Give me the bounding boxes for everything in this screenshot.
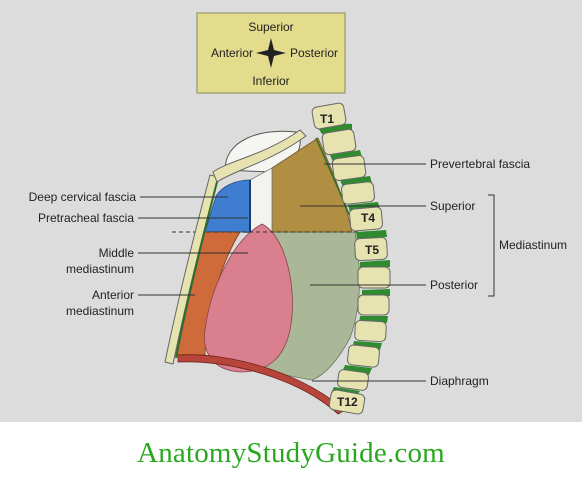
label-pretracheal-fascia: Pretracheal fascia bbox=[38, 211, 134, 225]
label-superior: Superior bbox=[430, 199, 475, 213]
diaphragm bbox=[177, 354, 346, 415]
vertebra-t4 bbox=[349, 206, 383, 232]
right-labels: Prevertebral fascia Superior Posterior M… bbox=[300, 157, 567, 388]
first-rib bbox=[212, 129, 307, 183]
mediastinum-bracket bbox=[488, 194, 495, 297]
vertebra-label-t4: T4 bbox=[361, 211, 375, 225]
vertebra-t5 bbox=[354, 236, 388, 262]
label-middle-mediastinum-2: mediastinum bbox=[66, 262, 134, 276]
middle-mediastinum-region bbox=[204, 223, 293, 373]
orientation-inferior: Inferior bbox=[252, 74, 289, 88]
orientation-posterior: Posterior bbox=[290, 46, 338, 60]
label-prevertebral-fascia: Prevertebral fascia bbox=[430, 157, 530, 171]
vertebra-t9 bbox=[347, 344, 380, 368]
vertebra-t10 bbox=[337, 369, 369, 391]
label-anterior-mediastinum-1: Anterior bbox=[92, 288, 134, 302]
orientation-superior: Superior bbox=[248, 20, 293, 34]
compass-star-icon bbox=[256, 38, 286, 68]
vertebra-t6 bbox=[357, 266, 391, 289]
left-labels: Deep cervical fascia Pretracheal fascia … bbox=[29, 190, 248, 318]
orientation-compass: Superior Anterior Posterior Inferior bbox=[196, 12, 346, 94]
vertebra-t3 bbox=[331, 155, 367, 181]
vertebra-t7 bbox=[357, 294, 390, 316]
vertebra-t8 bbox=[354, 319, 387, 343]
label-mediastinum: Mediastinum bbox=[499, 238, 567, 252]
site-footer: AnatomyStudyGuide.com bbox=[0, 422, 582, 485]
mediastinum-diagram: Superior Anterior Posterior Inferior bbox=[0, 0, 582, 422]
label-middle-mediastinum-1: Middle bbox=[99, 246, 135, 260]
vertebra-label-t5: T5 bbox=[365, 243, 379, 257]
vertebra-t2 bbox=[321, 128, 357, 156]
label-posterior: Posterior bbox=[430, 278, 478, 292]
label-diaphragm: Diaphragm bbox=[430, 374, 489, 388]
vertebra-label-t1: T1 bbox=[320, 112, 334, 126]
orientation-anterior: Anterior bbox=[211, 46, 253, 60]
vertebral-column: T1 T4 T5 T12 bbox=[311, 102, 391, 415]
label-deep-cervical-fascia: Deep cervical fascia bbox=[29, 190, 137, 204]
vertebra-t4-upper bbox=[341, 181, 375, 205]
site-name: AnatomyStudyGuide.com bbox=[137, 437, 445, 469]
vertebra-t1 bbox=[311, 102, 347, 130]
intervertebral-disc bbox=[356, 230, 387, 239]
label-anterior-mediastinum-2: mediastinum bbox=[66, 304, 134, 318]
vertebra-t12 bbox=[328, 389, 366, 415]
vertebra-label-t12: T12 bbox=[337, 395, 358, 409]
anterior-fascia-line bbox=[175, 177, 219, 359]
